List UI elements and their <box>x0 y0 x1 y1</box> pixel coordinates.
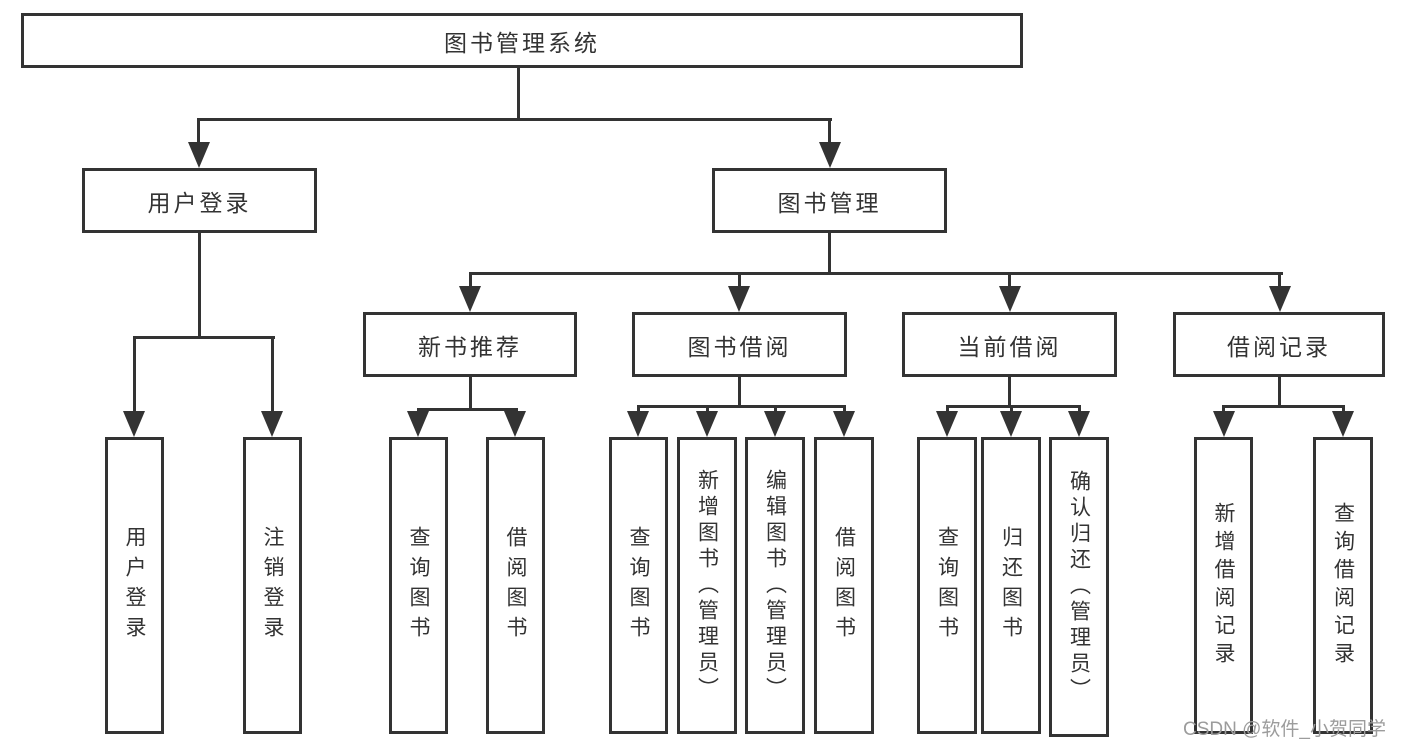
connector-drop-leaf <box>946 405 949 413</box>
leaf-borrow-books-borrowing: 借阅图书 <box>814 437 874 734</box>
leaf-confirm-return-admin: 确认归还（管理员） <box>1049 437 1109 737</box>
leaf-borrow-books-recommend: 借阅图书 <box>486 437 545 734</box>
arrowhead-icon <box>999 286 1021 312</box>
node-label: 图书管理 <box>777 189 882 216</box>
connector-section-stem <box>1278 377 1281 407</box>
node-label: 借阅记录 <box>1227 333 1331 360</box>
connector-drop-leaf <box>417 408 420 413</box>
leaf-add-book-admin: 新增图书（管理员） <box>677 437 737 734</box>
node-label: 新书推荐 <box>418 333 522 360</box>
arrowhead-icon <box>504 411 526 437</box>
connector-section-rail <box>946 405 1081 408</box>
connector-drop-leaf <box>133 336 136 413</box>
arrowhead-icon <box>833 411 855 437</box>
leaf-add-borrow-record: 新增借阅记录 <box>1194 437 1253 734</box>
node-book-management: 图书管理 <box>712 168 947 233</box>
connector-drop-leaf <box>514 408 517 413</box>
arrowhead-icon <box>407 411 429 437</box>
connector-book-mgmt-stem <box>828 233 831 274</box>
connector-drop-leaf <box>1010 405 1013 413</box>
node-label: 借阅图书 <box>832 525 856 646</box>
arrowhead-icon <box>261 411 283 437</box>
node-label: 查询图书 <box>627 525 650 646</box>
node-label: 用户登录 <box>147 189 252 216</box>
connector-drop-leaf <box>1222 405 1225 413</box>
arrowhead-icon <box>819 142 841 168</box>
arrowhead-icon <box>1332 411 1354 437</box>
connector-drop-leaf <box>843 405 846 413</box>
connector-drop-book-management <box>828 118 831 146</box>
arrowhead-icon <box>936 411 958 437</box>
node-borrowing-records: 借阅记录 <box>1173 312 1385 377</box>
arrowhead-icon <box>1269 286 1291 312</box>
leaf-query-books-current: 查询图书 <box>917 437 977 734</box>
arrowhead-icon <box>123 411 145 437</box>
leaf-edit-book-admin: 编辑图书（管理员） <box>745 437 805 734</box>
connector-drop-leaf <box>271 336 274 413</box>
node-label: 编辑图书（管理员） <box>763 468 787 703</box>
node-label: 注销登录 <box>261 525 284 646</box>
connector-book-mgmt-rail <box>469 272 1283 275</box>
arrowhead-icon <box>627 411 649 437</box>
node-label: 借阅图书 <box>504 525 527 646</box>
connector-section-stem <box>469 377 472 410</box>
leaf-query-books-borrowing: 查询图书 <box>609 437 668 734</box>
node-library-system: 图书管理系统 <box>21 13 1023 68</box>
node-label: 确认归还（管理员） <box>1067 470 1091 704</box>
connector-section-stem <box>1008 377 1011 407</box>
connector-section-stem <box>738 377 741 407</box>
node-label: 用户登录 <box>123 525 146 646</box>
node-label: 查询图书 <box>935 525 959 646</box>
connector-section-rail <box>637 405 846 408</box>
node-label: 新增图书（管理员） <box>695 468 719 703</box>
node-book-borrowing: 图书借阅 <box>632 312 847 377</box>
node-new-book-recommend: 新书推荐 <box>363 312 577 377</box>
leaf-query-borrow-record: 查询借阅记录 <box>1313 437 1373 734</box>
arrowhead-icon <box>1000 411 1022 437</box>
leaf-logout: 注销登录 <box>243 437 302 734</box>
connector-drop-borrowing-records <box>1278 272 1281 288</box>
arrowhead-icon <box>696 411 718 437</box>
arrowhead-icon <box>728 286 750 312</box>
arrowhead-icon <box>459 286 481 312</box>
leaf-return-books: 归还图书 <box>981 437 1041 734</box>
node-label: 新增借阅记录 <box>1212 501 1235 670</box>
connector-drop-leaf <box>1078 405 1081 413</box>
connector-drop-new-book <box>469 272 472 288</box>
node-label: 归还图书 <box>999 525 1023 646</box>
connector-section-rail <box>417 408 518 411</box>
connector-drop-current-borrowing <box>1008 272 1011 288</box>
arrowhead-icon <box>188 142 210 168</box>
node-current-borrowing: 当前借阅 <box>902 312 1117 377</box>
connector-root-rail <box>197 118 832 121</box>
arrowhead-icon <box>764 411 786 437</box>
connector-drop-leaf <box>706 405 709 413</box>
node-user-login: 用户登录 <box>82 168 317 233</box>
node-label: 图书借阅 <box>687 333 792 360</box>
leaf-user-login: 用户登录 <box>105 437 164 734</box>
node-label: 查询借阅记录 <box>1331 501 1355 670</box>
leaf-query-books-recommend: 查询图书 <box>389 437 448 734</box>
arrowhead-icon <box>1068 411 1090 437</box>
csdn-watermark: CSDN @软件_小贺同学 <box>1183 719 1386 740</box>
connector-drop-leaf <box>774 405 777 413</box>
connector-drop-leaf <box>1342 405 1345 413</box>
connector-user-login-stem <box>198 233 201 338</box>
node-label: 查询图书 <box>407 525 430 646</box>
arrowhead-icon <box>1213 411 1235 437</box>
connector-user-login-rail <box>133 336 275 339</box>
connector-drop-leaf <box>637 405 640 413</box>
connector-section-rail <box>1222 405 1345 408</box>
connector-drop-user-login <box>197 118 200 146</box>
connector-root-stem <box>517 68 520 120</box>
connector-drop-book-borrowing <box>738 272 741 288</box>
node-label: 当前借阅 <box>957 333 1062 360</box>
node-label: 图书管理系统 <box>444 29 600 56</box>
